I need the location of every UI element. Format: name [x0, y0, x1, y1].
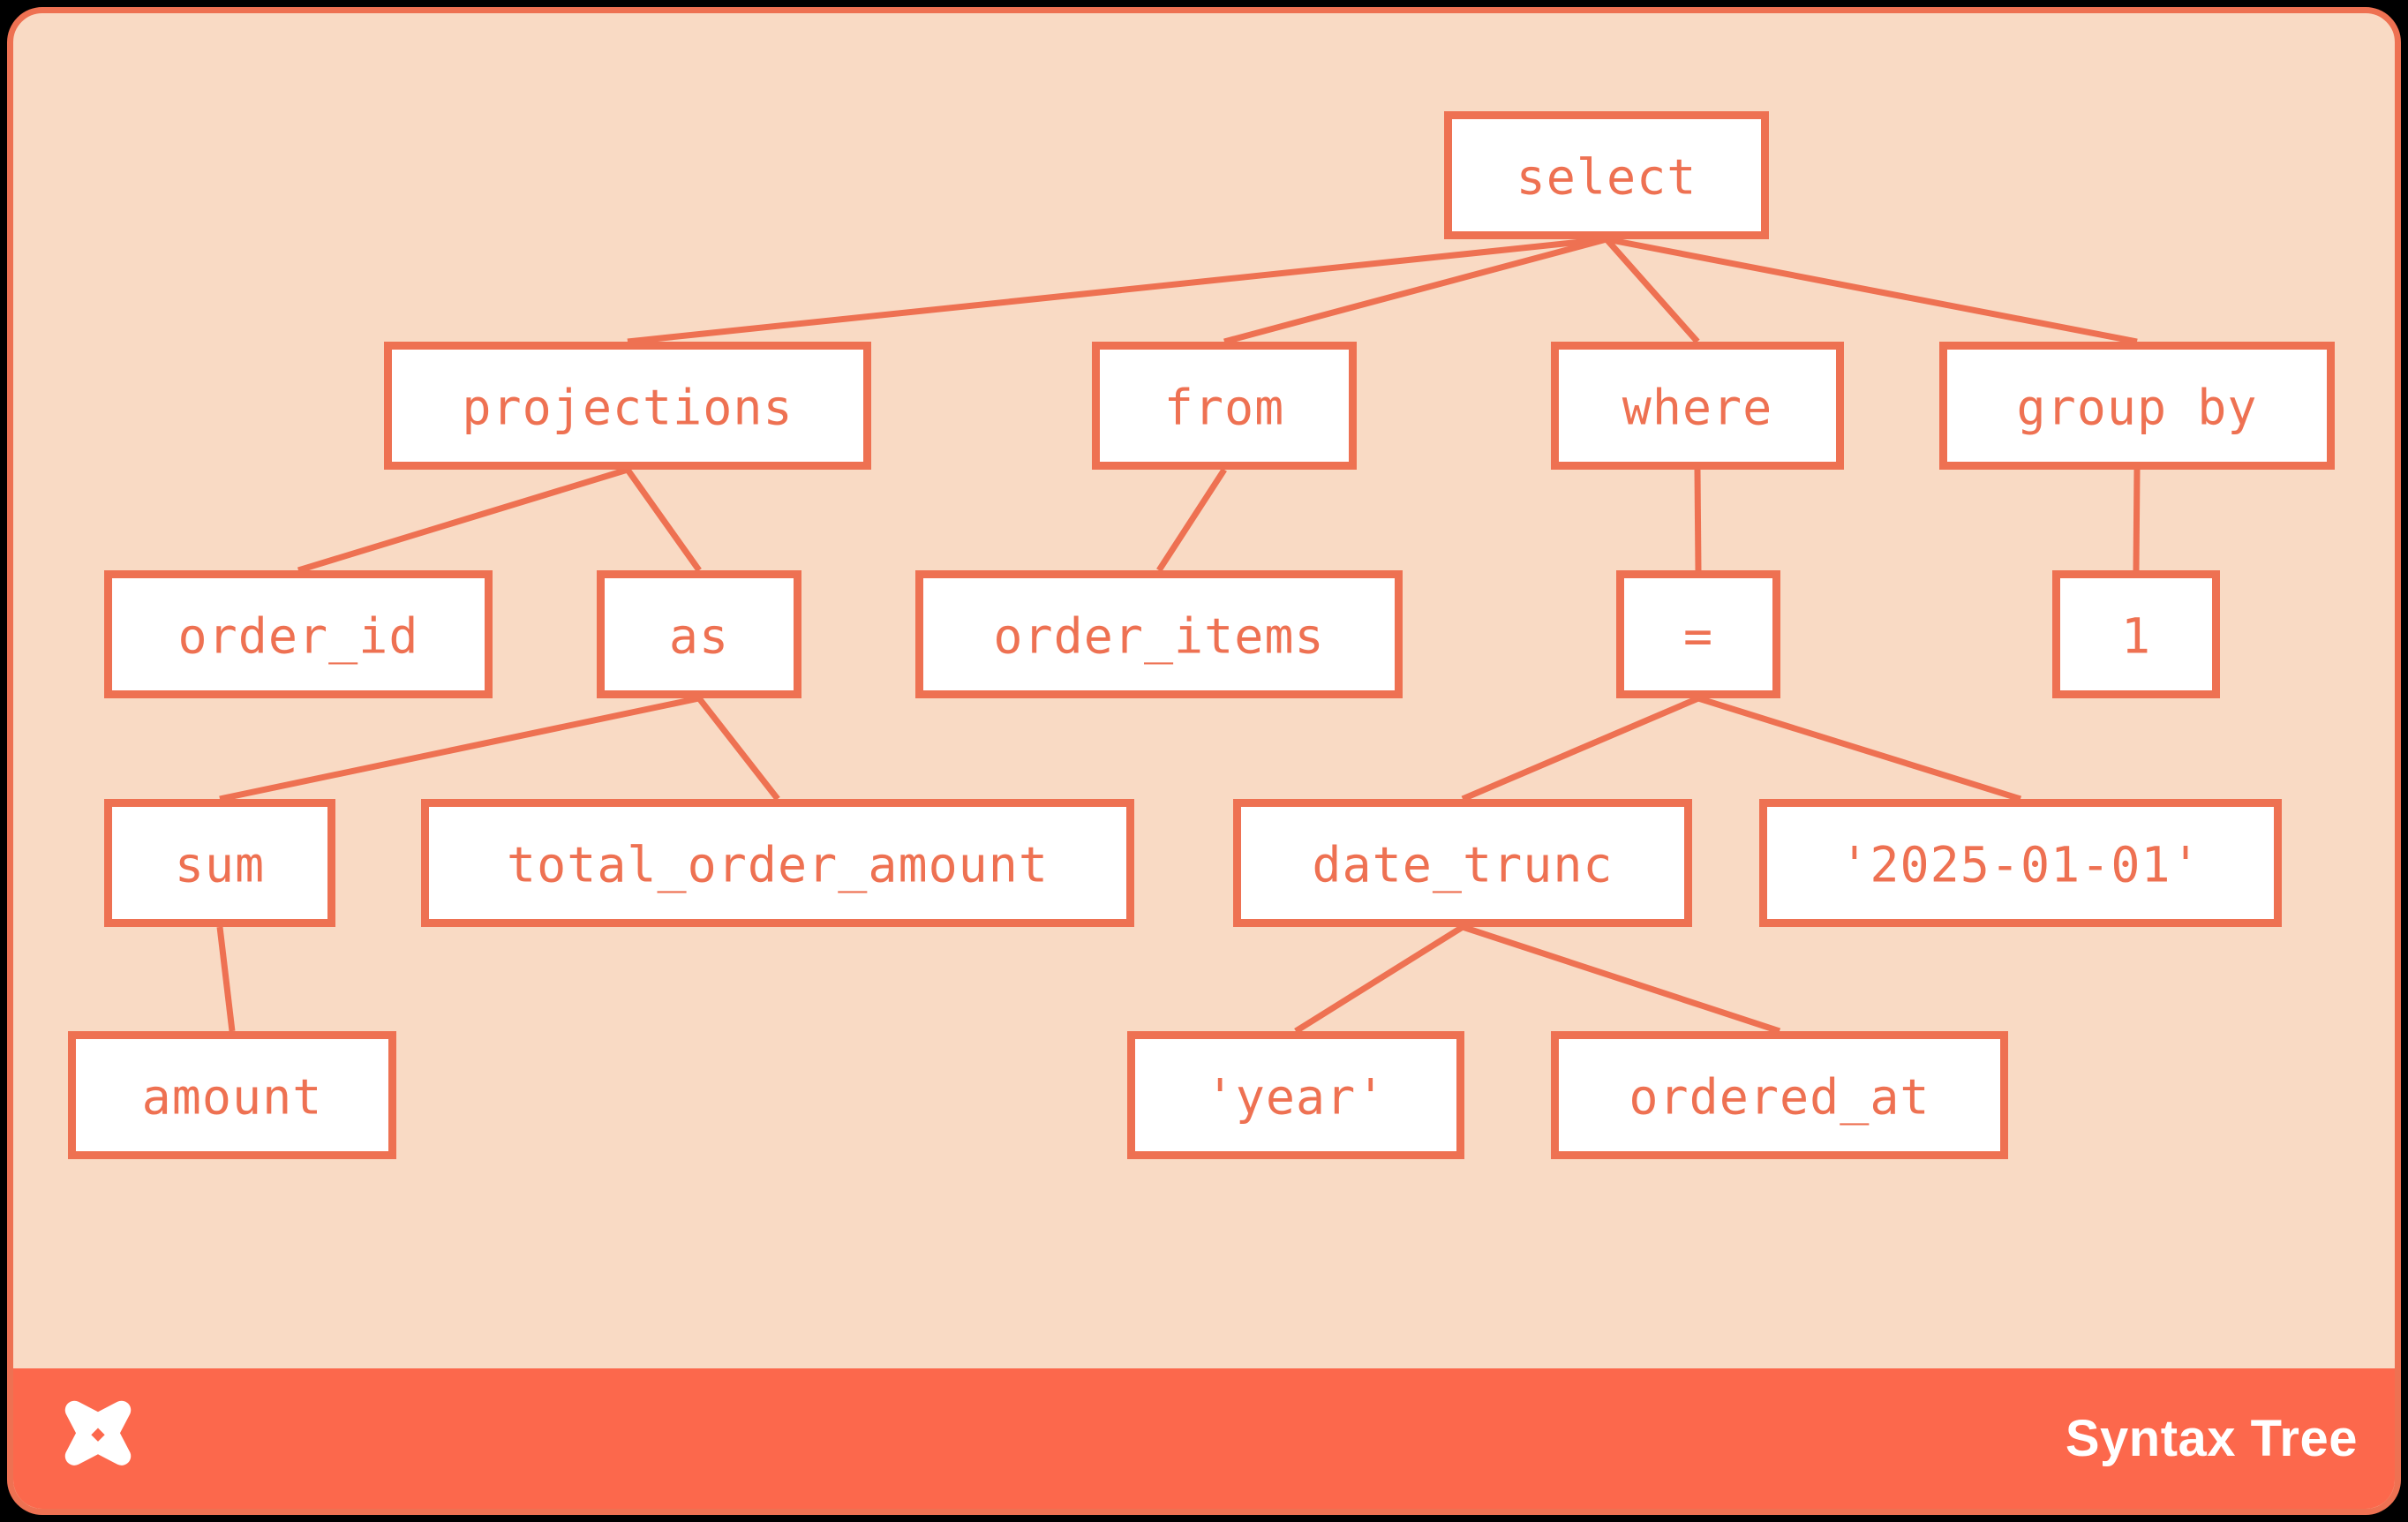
tree-node-total_order_amount[interactable]: total_order_amount	[421, 799, 1134, 927]
tree-node-label: 1	[2121, 608, 2151, 665]
four-point-star-logo-icon	[64, 1400, 132, 1465]
tree-edge	[696, 696, 780, 802]
tree-edge	[219, 695, 700, 802]
tree-node-as[interactable]: as	[597, 570, 801, 698]
syntax-tree-diagram: select projections from where group by order_…	[13, 13, 2395, 1375]
tree-node-where[interactable]: where	[1551, 342, 1844, 470]
tree-edge	[1294, 924, 1464, 1034]
tree-edge	[1461, 695, 1700, 802]
tree-node-box	[1127, 1031, 1464, 1159]
tree-edge	[1606, 236, 2138, 345]
tree-node-order_id[interactable]: order_id	[104, 570, 493, 698]
tree-node-label: '2025-01-01'	[1840, 837, 2201, 893]
tree-node-label: order_id	[178, 608, 419, 665]
tree-node-box	[2052, 570, 2220, 698]
tree-edge	[2133, 469, 2141, 571]
tree-node-box	[104, 799, 335, 927]
tree-edge	[627, 236, 1607, 345]
tree-edge	[297, 466, 629, 574]
tree-node-box	[1939, 342, 2335, 470]
tree-node-box	[915, 570, 1403, 698]
tree-node-projections[interactable]: projections	[384, 342, 871, 470]
tree-node-date_trunc[interactable]: date_trunc	[1233, 799, 1692, 927]
tree-node-equals[interactable]: =	[1616, 570, 1780, 698]
tree-node-box	[1551, 342, 1844, 470]
tree-node-ordered_at[interactable]: ordered_at	[1551, 1031, 2008, 1159]
footer-bar: Syntax Tree	[13, 1368, 2395, 1509]
tree-node-from[interactable]: from	[1092, 342, 1357, 470]
footer-title: Syntax Tree	[2065, 1410, 2358, 1467]
tree-node-one[interactable]: 1	[2052, 570, 2220, 698]
tree-node-box	[1759, 799, 2282, 927]
tree-node-label: from	[1164, 380, 1284, 436]
tree-node-box	[1092, 342, 1357, 470]
syntax-tree-svg: select projections from where group by order_…	[68, 111, 2335, 1159]
tree-node-box	[1444, 111, 1769, 239]
tree-node-label: order_items	[993, 608, 1324, 665]
tree-nodes: select projections from where group by order_…	[68, 111, 2335, 1159]
diagram-frame: select projections from where group by order_…	[7, 7, 2401, 1515]
tree-node-label: select	[1516, 149, 1697, 206]
tree-node-label: 'year'	[1206, 1069, 1387, 1126]
tree-node-box	[597, 570, 801, 698]
tree-node-label: projections	[462, 380, 793, 436]
tree-edge	[216, 926, 236, 1032]
tree-node-select[interactable]: select	[1444, 111, 1769, 239]
tree-edge	[1461, 923, 1781, 1035]
tree-node-amount[interactable]: amount	[68, 1031, 396, 1159]
tree-node-box	[1551, 1031, 2008, 1159]
tree-edge	[1604, 237, 1700, 344]
tree-edge	[1694, 469, 1702, 571]
tree-edge	[1156, 468, 1227, 572]
tree-node-label: group by	[2017, 380, 2258, 436]
tree-node-label: total_order_amount	[507, 837, 1049, 893]
tree-edge	[1223, 236, 1607, 345]
tree-node-date_literal[interactable]: '2025-01-01'	[1759, 799, 2282, 927]
tree-node-label: where	[1622, 380, 1773, 436]
tree-node-label: ordered_at	[1629, 1069, 1930, 1126]
tree-node-label: as	[669, 608, 729, 665]
tree-node-label: =	[1683, 608, 1713, 665]
tree-node-box	[68, 1031, 396, 1159]
tree-edges	[216, 236, 2141, 1035]
tree-edge	[1697, 695, 2022, 802]
tree-node-order_items[interactable]: order_items	[915, 570, 1403, 698]
tree-node-box	[384, 342, 871, 470]
tree-node-label: sum	[175, 837, 265, 893]
tree-node-box	[1233, 799, 1692, 927]
tree-node-year_literal[interactable]: 'year'	[1127, 1031, 1464, 1159]
tree-node-label: date_trunc	[1312, 837, 1613, 893]
tree-edge	[625, 467, 702, 573]
tree-node-box	[421, 799, 1134, 927]
tree-node-group_by[interactable]: group by	[1939, 342, 2335, 470]
tree-node-box	[104, 570, 493, 698]
tree-node-box	[1616, 570, 1780, 698]
tree-node-sum[interactable]: sum	[104, 799, 335, 927]
tree-node-label: amount	[142, 1069, 323, 1126]
